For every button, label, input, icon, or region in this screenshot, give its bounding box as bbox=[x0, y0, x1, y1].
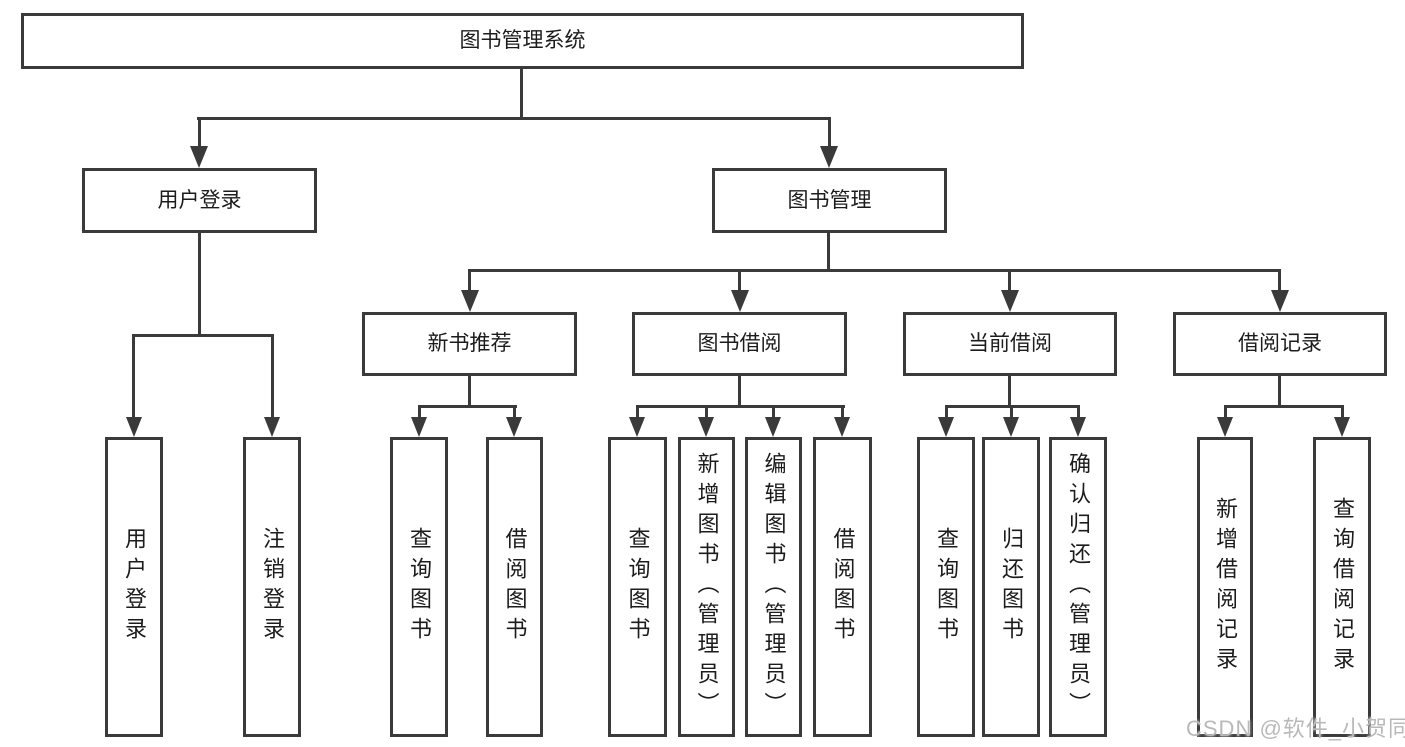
edge-book-mgmt-stem bbox=[827, 233, 830, 271]
leaf-br-add-record: 新增借阅记录 bbox=[1197, 437, 1253, 737]
arrow-to-ul-login bbox=[126, 417, 142, 437]
arrow-to-bb-borrow bbox=[834, 417, 850, 437]
node-borrowing-records: 借阅记录 bbox=[1173, 312, 1387, 376]
edge-to-book-borrow-stub bbox=[738, 269, 741, 292]
edge-to-cb-confirm-stub bbox=[1077, 405, 1080, 418]
edge-to-nb-query-stub bbox=[418, 405, 421, 418]
edge-to-cb-return-stub bbox=[1010, 405, 1013, 418]
edge-to-br-add-stub bbox=[1224, 405, 1227, 418]
edge-to-bb-query-stub bbox=[636, 405, 639, 418]
leaf-br-query-record: 查询借阅记录 bbox=[1313, 437, 1371, 737]
leaf-nb-query-books: 查询图书 bbox=[390, 437, 448, 737]
leaf-user-login: 用户登录 bbox=[105, 437, 163, 737]
arrow-to-bb-query bbox=[629, 417, 645, 437]
node-current-borrowing: 当前借阅 bbox=[903, 312, 1117, 376]
arrow-to-cb-confirm bbox=[1070, 417, 1086, 437]
edge-to-ul-login-stub bbox=[132, 334, 135, 418]
arrow-to-user-login bbox=[190, 146, 208, 168]
edge-to-br-query-stub bbox=[1341, 405, 1344, 418]
arrow-to-ul-logout bbox=[264, 417, 280, 437]
edge-book-borrow-stem bbox=[738, 376, 741, 408]
node-new-book-recommend: 新书推荐 bbox=[362, 312, 577, 376]
edge-user-login-rail bbox=[132, 334, 274, 337]
arrow-to-br-query bbox=[1334, 417, 1350, 437]
edge-to-new-book-rec-stub bbox=[468, 269, 471, 292]
edge-level3-rail bbox=[468, 269, 1281, 272]
arrow-to-cb-query bbox=[938, 417, 954, 437]
leaf-bb-add-books-admin: 新增图书（管理员） bbox=[678, 437, 735, 737]
edge-borrow-record-stem bbox=[1278, 376, 1281, 408]
arrow-to-current-borrow bbox=[1001, 290, 1019, 312]
edge-current-borrow-stem bbox=[1008, 376, 1011, 408]
csdn-watermark: CSDN @软件_小贺同学 bbox=[1186, 716, 1405, 741]
edge-to-nb-borrow-stub bbox=[513, 405, 516, 418]
edge-to-bb-add-stub bbox=[705, 405, 708, 418]
leaf-logout: 注销登录 bbox=[243, 437, 301, 737]
arrow-to-nb-query bbox=[411, 417, 427, 437]
node-book-borrowing: 图书借阅 bbox=[632, 312, 847, 376]
node-root-library-management-system: 图书管理系统 bbox=[21, 13, 1024, 69]
arrow-to-nb-borrow bbox=[506, 417, 522, 437]
edge-to-book-mgmt-stub bbox=[828, 117, 831, 148]
leaf-cb-return-books: 归还图书 bbox=[982, 437, 1040, 737]
edge-root-stem bbox=[520, 69, 523, 119]
edge-level2-rail bbox=[197, 117, 831, 120]
arrow-to-bb-add bbox=[698, 417, 714, 437]
edge-to-current-borrow-stub bbox=[1008, 269, 1011, 292]
leaf-cb-query-books: 查询图书 bbox=[917, 437, 975, 737]
arrow-to-br-add bbox=[1217, 417, 1233, 437]
leaf-bb-query-books: 查询图书 bbox=[608, 437, 667, 737]
arrow-to-new-book-rec bbox=[461, 290, 479, 312]
node-book-management: 图书管理 bbox=[712, 168, 947, 233]
leaf-bb-edit-books-admin: 编辑图书（管理员） bbox=[745, 437, 802, 737]
edge-to-bb-edit-stub bbox=[772, 405, 775, 418]
edge-to-borrow-record-stub bbox=[1278, 269, 1281, 292]
edge-to-cb-query-stub bbox=[945, 405, 948, 418]
edge-to-bb-borrow-stub bbox=[841, 405, 844, 418]
arrow-to-book-mgmt bbox=[820, 146, 838, 168]
leaf-cb-confirm-return-admin: 确认归还（管理员） bbox=[1049, 437, 1107, 737]
arrow-to-bb-edit bbox=[765, 417, 781, 437]
edge-to-ul-logout-stub bbox=[271, 334, 274, 418]
edge-borrow-record-rail bbox=[1224, 405, 1344, 408]
node-user-login: 用户登录 bbox=[82, 168, 317, 233]
arrow-to-cb-return bbox=[1003, 417, 1019, 437]
edge-user-login-stem bbox=[198, 233, 201, 337]
leaf-nb-borrow-books: 借阅图书 bbox=[486, 437, 543, 737]
edge-new-book-rec-stem bbox=[468, 376, 471, 408]
edge-new-book-rec-rail bbox=[418, 405, 517, 408]
edge-to-user-login-stub bbox=[198, 117, 201, 148]
edge-book-borrow-rail bbox=[636, 405, 845, 408]
arrow-to-borrow-record bbox=[1271, 290, 1289, 312]
arrow-to-book-borrow bbox=[731, 290, 749, 312]
leaf-bb-borrow-books: 借阅图书 bbox=[813, 437, 872, 737]
